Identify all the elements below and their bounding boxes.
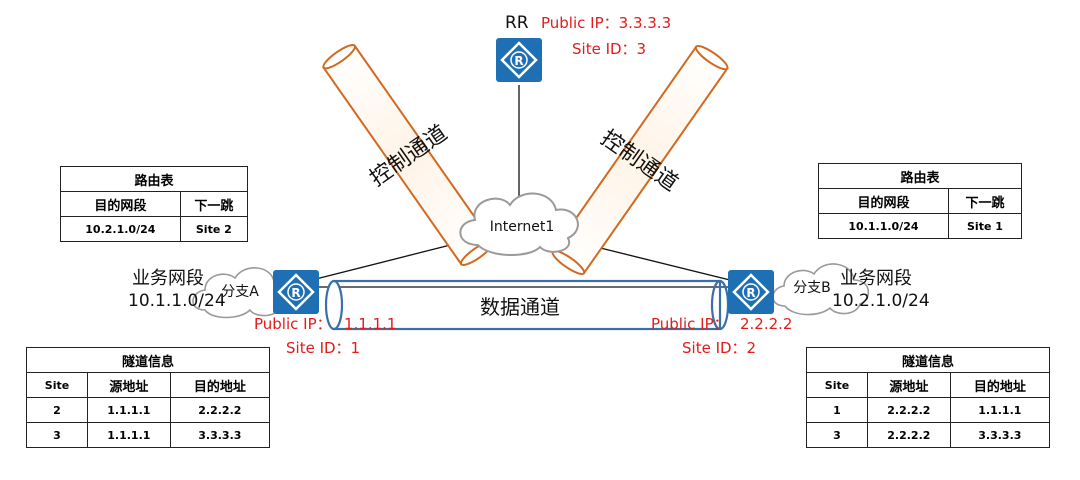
tunnel-table-b: 隧道信息 Site 源地址 目的地址 1 2.2.2.2 1.1.1.1 3 2… <box>806 347 1051 448</box>
route-table-b-cell: 10.1.1.0/24 <box>818 213 949 239</box>
branch-b-site-id: Site ID：2 <box>682 339 756 357</box>
branch-a-segment-title: 业务网段 <box>132 268 204 289</box>
branch-b-router-icon[interactable]: R <box>728 270 774 314</box>
tunnel-table-a-header-src: 源地址 <box>87 372 171 398</box>
route-table-a-cell: 10.2.1.0/24 <box>60 216 181 242</box>
tunnel-table-b-header-site: Site <box>806 372 868 398</box>
tunnel-table-a-cell: 1.1.1.1 <box>87 397 171 423</box>
route-table-a-header-dest: 目的网段 <box>60 191 181 217</box>
branch-a-site-id: Site ID：1 <box>286 339 360 357</box>
tunnel-table-a: 隧道信息 Site 源地址 目的地址 2 1.1.1.1 2.2.2.2 3 1… <box>26 347 271 448</box>
branch-b-segment: 10.2.1.0/24 <box>832 291 930 311</box>
svg-text:R: R <box>291 286 300 300</box>
route-table-b: 路由表 目的网段 下一跳 10.1.1.0/24 Site 1 <box>818 163 1023 239</box>
branch-b-public-ip-prefix: Public IP： <box>651 315 729 333</box>
table-row: 10.1.1.0/24 Site 1 <box>818 213 1023 239</box>
tunnel-table-b-cell: 1.1.1.1 <box>949 397 1051 423</box>
tunnel-table-a-cell: 2 <box>26 397 88 423</box>
branch-b-label: 分支B <box>793 280 831 296</box>
rr-public-ip: Public IP：3.3.3.3 <box>541 14 671 32</box>
tunnel-table-a-cell: 2.2.2.2 <box>169 397 271 423</box>
rr-router-icon[interactable]: R <box>496 38 542 82</box>
branch-a-public-ip-prefix: Public IP： <box>254 315 332 333</box>
svg-text:R: R <box>746 286 755 300</box>
branch-b-public-ip-value: 2.2.2.2 <box>740 315 792 333</box>
branch-a-label: 分支A <box>221 284 259 300</box>
tunnel-table-a-header-site: Site <box>26 372 88 398</box>
tunnel-table-b-title: 隧道信息 <box>806 347 1050 373</box>
data-tunnel: 数据通道 <box>324 279 730 331</box>
tunnel-table-b-cell: 2.2.2.2 <box>867 397 951 423</box>
route-table-b-header-nexthop: 下一跳 <box>947 188 1023 214</box>
rr-site-id: Site ID：3 <box>572 40 646 58</box>
branch-a-public-ip-value: 1.1.1.1 <box>344 315 396 333</box>
route-table-a-header-nexthop: 下一跳 <box>179 191 249 217</box>
table-row: 3 2.2.2.2 3.3.3.3 <box>806 422 1051 448</box>
svg-text:R: R <box>514 54 523 68</box>
table-row: 10.2.1.0/24 Site 2 <box>60 216 249 242</box>
route-table-b-header-dest: 目的网段 <box>818 188 949 214</box>
tunnel-table-a-cell: 1.1.1.1 <box>87 422 171 448</box>
tunnel-table-a-title: 隧道信息 <box>26 347 270 373</box>
route-table-b-cell: Site 1 <box>947 213 1023 239</box>
branch-b-segment-title: 业务网段 <box>840 268 912 289</box>
control-tunnel-right: 控制通道 <box>551 44 729 276</box>
route-table-b-title: 路由表 <box>818 163 1022 189</box>
route-table-a-title: 路由表 <box>60 166 248 192</box>
data-tunnel-label: 数据通道 <box>480 295 560 319</box>
branch-a-router-icon[interactable]: R <box>273 270 319 314</box>
tunnel-table-b-header-dst: 目的地址 <box>949 372 1051 398</box>
route-table-a: 路由表 目的网段 下一跳 10.2.1.0/24 Site 2 <box>60 166 249 242</box>
tunnel-table-a-cell: 3 <box>26 422 88 448</box>
table-row: 3 1.1.1.1 3.3.3.3 <box>26 422 271 448</box>
table-row: 2 1.1.1.1 2.2.2.2 <box>26 397 271 423</box>
internet-label: Internet1 <box>490 219 555 235</box>
branch-a-segment: 10.1.1.0/24 <box>128 291 226 311</box>
tunnel-table-b-cell: 1 <box>806 397 868 423</box>
tunnel-table-a-header-dst: 目的地址 <box>169 372 271 398</box>
tunnel-table-a-cell: 3.3.3.3 <box>169 422 271 448</box>
tunnel-table-b-cell: 3.3.3.3 <box>949 422 1051 448</box>
branch-b-cloud: 分支B <box>772 263 870 316</box>
tunnel-table-b-header-src: 源地址 <box>867 372 951 398</box>
internet-cloud: Internet1 <box>459 192 579 256</box>
tunnel-table-b-cell: 2.2.2.2 <box>867 422 951 448</box>
rr-name: RR <box>505 13 529 33</box>
route-table-a-cell: Site 2 <box>179 216 249 242</box>
tunnel-table-b-cell: 3 <box>806 422 868 448</box>
table-row: 1 2.2.2.2 1.1.1.1 <box>806 397 1051 423</box>
